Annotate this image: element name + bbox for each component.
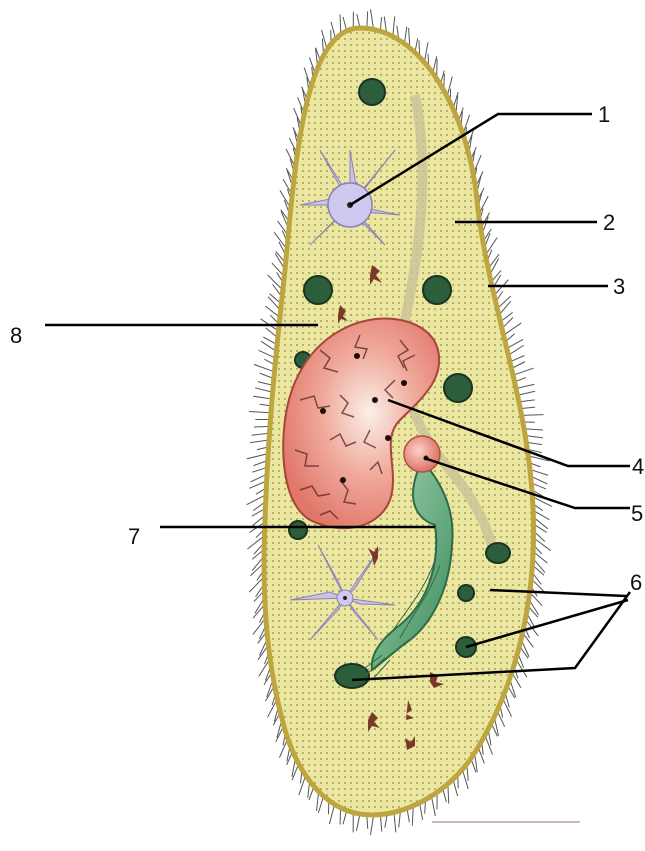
cilium <box>252 433 270 435</box>
cilium <box>513 368 534 375</box>
food-vacuole <box>444 374 472 402</box>
food-vacuole <box>335 664 369 688</box>
micronucleus <box>404 436 440 472</box>
cilium <box>533 538 550 551</box>
food-vacuole <box>458 585 474 601</box>
label-6: 6 <box>630 570 642 595</box>
food-vacuole <box>486 543 510 563</box>
label-1: 1 <box>598 102 610 127</box>
cilium <box>329 804 334 824</box>
cilium <box>394 812 396 832</box>
cilium <box>367 11 368 28</box>
cilium <box>517 391 535 395</box>
cilium <box>250 440 269 443</box>
label-8: 8 <box>10 323 22 348</box>
cilium <box>255 388 273 392</box>
cilium <box>393 16 395 36</box>
cilium <box>249 412 271 413</box>
cilium <box>380 815 381 832</box>
label-7: 7 <box>128 524 140 549</box>
cilium <box>254 364 275 371</box>
cilium <box>340 14 341 34</box>
food-vacuole <box>304 276 332 304</box>
cilium <box>522 415 544 416</box>
food-vacuole <box>423 276 451 304</box>
cilium <box>370 815 373 835</box>
label-3: 3 <box>613 274 625 299</box>
cilium <box>247 454 268 459</box>
cilium <box>253 396 272 399</box>
cilium <box>516 384 534 388</box>
food-vacuole <box>289 521 307 539</box>
cilium <box>259 350 276 358</box>
cilium <box>356 814 360 831</box>
label-4: 4 <box>632 454 644 479</box>
cilium <box>524 429 543 430</box>
cilium <box>431 796 435 816</box>
label-5: 5 <box>631 501 643 526</box>
label-2: 2 <box>603 210 615 235</box>
food-vacuole <box>359 79 385 105</box>
